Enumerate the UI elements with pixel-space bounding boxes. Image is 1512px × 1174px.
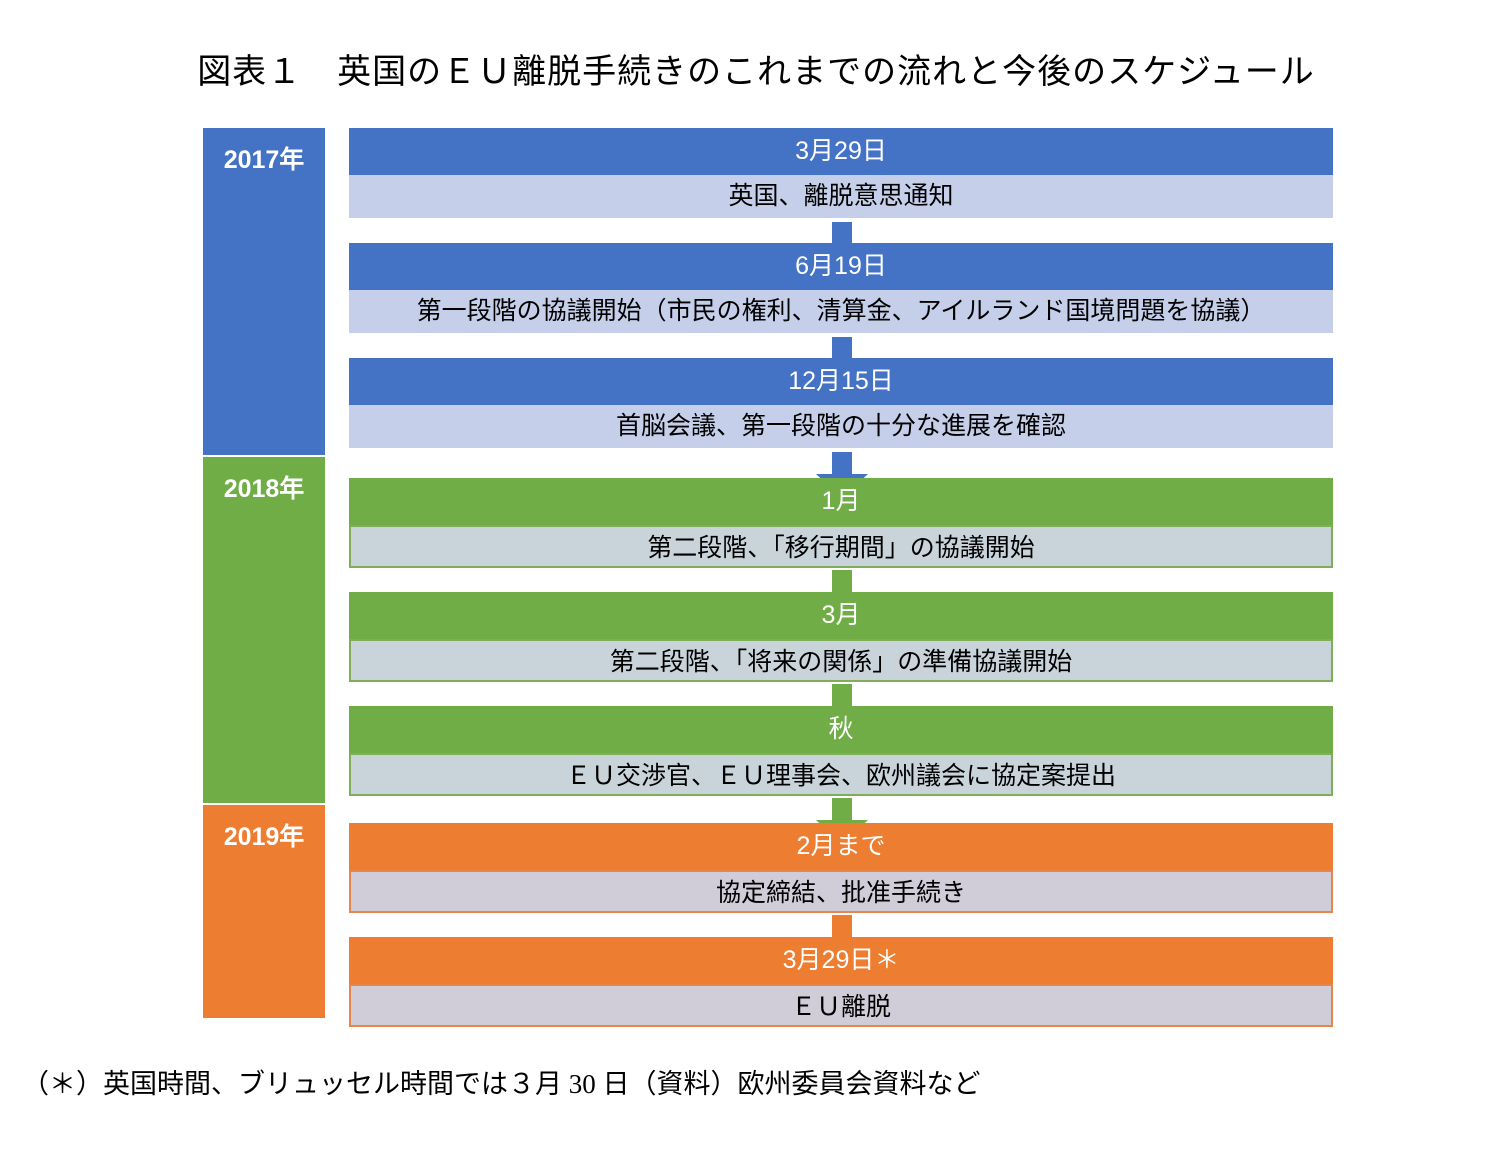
- event-text: 第一段階の協議開始（市民の権利、清算金、アイルランド国境問題を協議）: [349, 290, 1333, 333]
- year-block-2019: 2019年: [203, 805, 325, 1018]
- timeline-event-4: 1月 第二段階、「移行期間」の協議開始: [349, 478, 1333, 568]
- event-date: 6月19日: [349, 243, 1333, 290]
- event-date: 12月15日: [349, 358, 1333, 405]
- year-label: 2018年: [223, 475, 305, 503]
- arrow-stem: [832, 570, 852, 594]
- arrow-stem: [832, 222, 852, 246]
- event-date: 3月29日: [349, 128, 1333, 175]
- timeline-event-7: 2月まで 協定締結、批准手続き: [349, 823, 1333, 913]
- event-date: 2月まで: [349, 823, 1333, 870]
- event-text: 第二段階、「将来の関係」の準備協議開始: [349, 639, 1333, 682]
- timeline-event-2: 6月19日 第一段階の協議開始（市民の権利、清算金、アイルランド国境問題を協議）: [349, 243, 1333, 333]
- year-block-2018: 2018年: [203, 457, 325, 803]
- event-text: 英国、離脱意思通知: [349, 175, 1333, 218]
- event-text: 協定締結、批准手続き: [349, 870, 1333, 913]
- year-block-2017: 2017年: [203, 128, 325, 455]
- event-text: 首脳会議、第一段階の十分な進展を確認: [349, 405, 1333, 448]
- event-date: 3月: [349, 592, 1333, 639]
- timeline-event-8: 3月29日＊ ＥＵ離脱: [349, 937, 1333, 1027]
- event-text: ＥＵ交渉官、ＥＵ理事会、欧州議会に協定案提出: [349, 753, 1333, 796]
- arrow-stem: [832, 915, 852, 939]
- event-date: 秋: [349, 706, 1333, 753]
- timeline-event-6: 秋 ＥＵ交渉官、ＥＵ理事会、欧州議会に協定案提出: [349, 706, 1333, 796]
- year-label: 2019年: [223, 823, 305, 851]
- arrow-stem: [832, 684, 852, 708]
- event-date: 3月29日＊: [349, 937, 1333, 984]
- timeline-event-3: 12月15日 首脳会議、第一段階の十分な進展を確認: [349, 358, 1333, 448]
- year-label: 2017年: [223, 146, 305, 174]
- timeline-event-5: 3月 第二段階、「将来の関係」の準備協議開始: [349, 592, 1333, 682]
- timeline-event-1: 3月29日 英国、離脱意思通知: [349, 128, 1333, 218]
- event-text: ＥＵ離脱: [349, 984, 1333, 1027]
- event-text: 第二段階、「移行期間」の協議開始: [349, 525, 1333, 568]
- arrow-stem: [832, 798, 852, 822]
- footnote-text: （＊）英国時間、ブリュッセル時間では３月 30 日（資料）欧州委員会資料など: [22, 1069, 981, 1099]
- arrow-stem: [832, 452, 852, 476]
- arrow-stem: [832, 337, 852, 361]
- event-date: 1月: [349, 478, 1333, 525]
- page-title: 図表１ 英国のＥＵ離脱手続きのこれまでの流れと今後のスケジュール: [197, 54, 1315, 91]
